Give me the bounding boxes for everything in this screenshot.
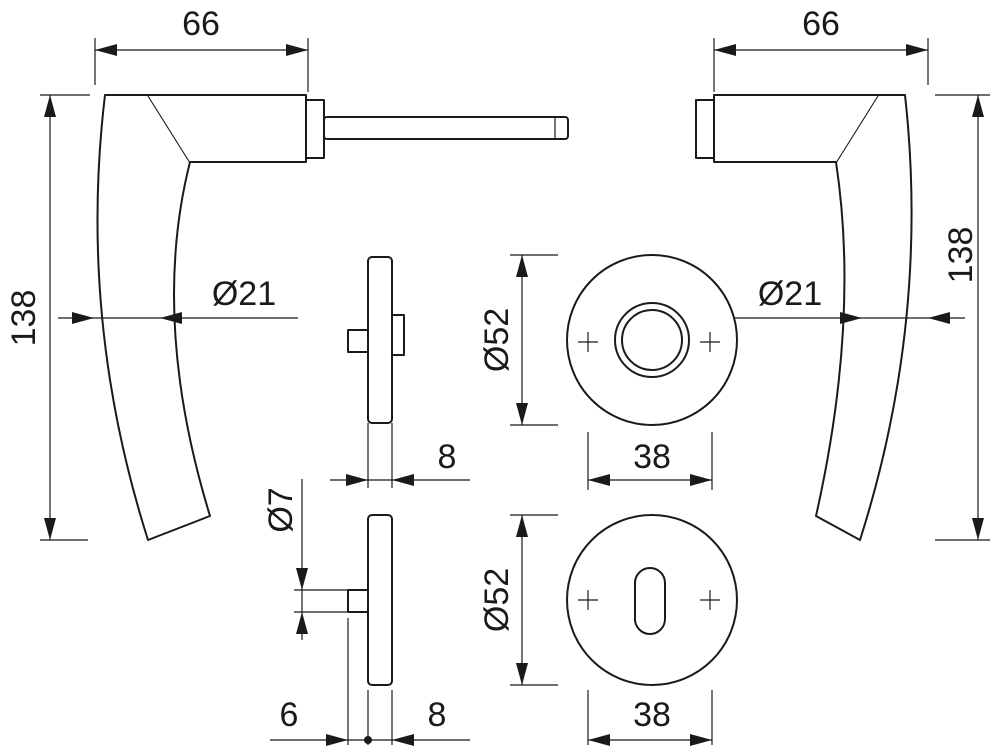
dim-top-rose-thickness: 8 [330, 423, 470, 488]
dim-bottom-rose-thickness-label: 8 [428, 696, 447, 734]
bottom-rose-side-view [347, 514, 393, 686]
screw-cross-icon [700, 332, 720, 352]
dim-left-height: 138 [5, 94, 90, 541]
screw-cross-icon [700, 590, 720, 610]
dim-right-grip-diameter: Ø21 [735, 275, 965, 324]
dim-right-grip-diameter-label: Ø21 [758, 275, 822, 313]
dim-bottom-pin-and-thickness: 6 8 [270, 618, 470, 746]
keyhole-slot-icon [634, 567, 666, 635]
dim-pin-length-label: 6 [280, 696, 299, 734]
screw-cross-icon [578, 590, 598, 610]
dim-right-width: 66 [713, 5, 929, 92]
dim-top-rose-diameter-label: Ø52 [478, 308, 516, 372]
dim-top-rose-width: 38 [587, 432, 713, 490]
dim-left-width: 66 [94, 5, 309, 92]
dim-left-height-label: 138 [5, 290, 43, 347]
dim-bottom-rose-width: 38 [587, 690, 713, 746]
dim-pin-diameter-label: Ø7 [262, 487, 300, 532]
top-rose-side-view [347, 256, 405, 424]
dim-top-rose-width-label: 38 [633, 438, 671, 476]
dim-left-grip-diameter-label: Ø21 [212, 275, 276, 313]
dim-left-grip-diameter: Ø21 [58, 275, 298, 324]
top-rose-front-view [566, 254, 738, 426]
dim-top-rose-diameter: Ø52 [478, 254, 558, 426]
dim-bottom-rose-diameter-label: Ø52 [478, 568, 516, 632]
dim-bottom-rose-width-label: 38 [633, 696, 671, 734]
dim-right-height-label: 138 [942, 227, 980, 284]
dim-left-width-label: 66 [182, 5, 220, 43]
bottom-rose-front-view [566, 514, 738, 686]
dim-right-height: 138 [935, 94, 990, 541]
dim-top-rose-thickness-label: 8 [438, 438, 457, 476]
screw-cross-icon [578, 332, 598, 352]
dim-pin-diameter: Ø7 [262, 479, 348, 640]
dim-bottom-rose-diameter: Ø52 [478, 514, 558, 686]
dim-right-width-label: 66 [802, 5, 840, 43]
